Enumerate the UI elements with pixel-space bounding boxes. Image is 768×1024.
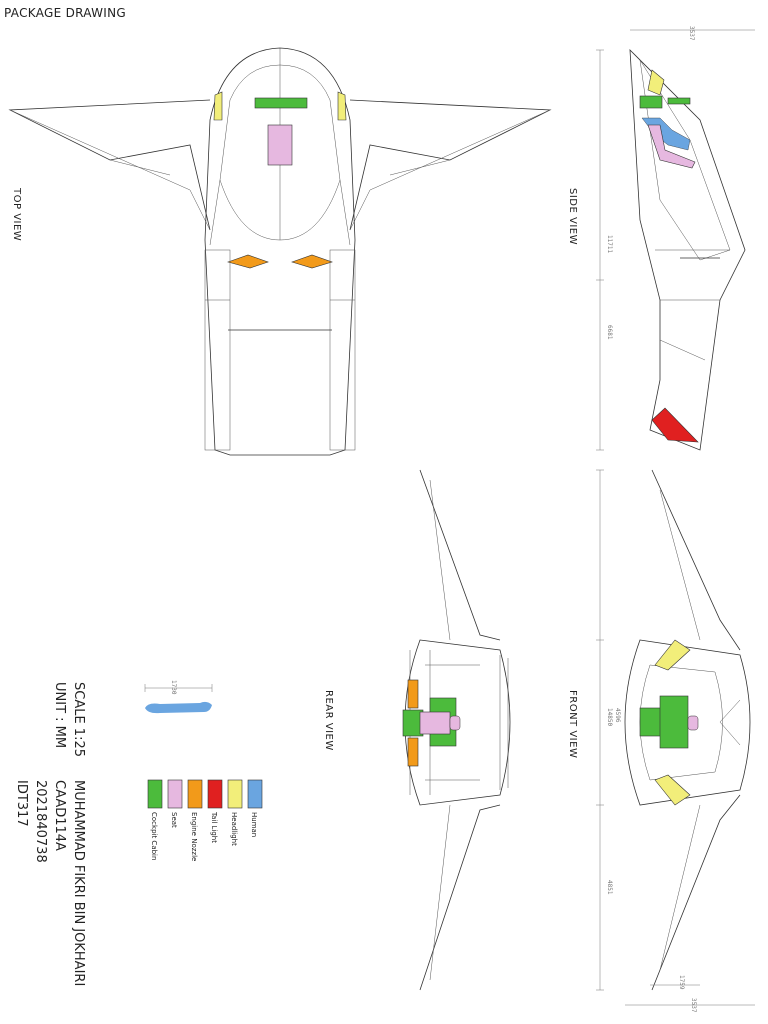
legend: Human Headlight Tail Light Engine Nozzle Sea… [147,779,263,861]
front-dim-span: 14850 [606,708,613,726]
top-cockpit-cabin [254,97,308,109]
top-engine-nozzle-right [291,254,333,269]
top-engine-nozzle-left [226,254,269,269]
rear-seat [419,711,451,735]
legend-swatch-seat [167,779,183,809]
front-view-drawing: 4596 14850 4851 1759 3537 [596,469,755,1013]
legend-swatch-tail-light [207,779,223,809]
human-figure [145,701,212,714]
legend-swatch-headlight [227,779,243,809]
legend-label-cockpit-cabin: Cockpit Cabin [150,812,158,860]
rear-view-drawing [402,469,511,991]
front-headlight-top [654,639,691,671]
side-view-drawing: 3537 11711 6681 [596,26,755,451]
side-dim-lower: 6681 [606,325,613,340]
rear-engine-nozzle-bottom [407,737,419,767]
legend-label-tail-light: Tail Light [210,811,218,843]
legend-swatch-engine-nozzle [187,779,203,809]
top-view-drawing [8,47,552,456]
human-scale: 1730 [144,680,213,714]
front-dim-bottom: 1759 [678,975,685,990]
front-dim-total: 3537 [690,998,697,1013]
rear-engine-nozzle-top [407,679,419,709]
top-headlight-right [337,91,347,121]
legend-label-engine-nozzle: Engine Nozzle [190,812,198,861]
side-cockpit-cabin [639,95,663,109]
front-cockpit-cabin [659,695,689,749]
front-seat [687,715,699,731]
side-headlight [647,69,665,96]
side-dim-total: 3537 [688,26,695,41]
front-headlight-bottom [654,774,691,806]
legend-label-seat: Seat [170,812,178,828]
top-headlight-left [213,91,223,121]
page-title: PACKAGE DRAWING [4,6,127,20]
side-tail-light [651,407,699,443]
side-dim-upper: 11711 [606,235,613,253]
top-seat [267,124,293,166]
side-seat [647,124,696,169]
front-dim-side: 4851 [606,880,613,895]
front-dim-mid: 4596 [614,708,621,723]
side-human [641,117,691,151]
legend-swatch-cockpit-cabin [147,779,163,809]
legend-label-human: Human [250,812,258,837]
legend-label-headlight: Headlight [230,812,238,846]
legend-swatch-human [247,779,263,809]
human-dim: 1730 [170,680,177,695]
